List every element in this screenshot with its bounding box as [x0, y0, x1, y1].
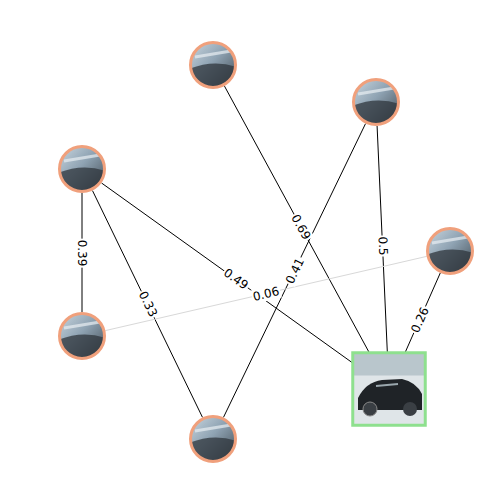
node-outline [426, 227, 474, 275]
edge-weight: 0.26 [407, 304, 431, 336]
similarity-edge [405, 273, 440, 352]
node-border [191, 43, 236, 88]
edge-weight: 0.49 [220, 265, 251, 293]
node-border [353, 353, 426, 426]
node-outline [58, 145, 106, 193]
image-background [354, 354, 425, 425]
node-border [354, 80, 399, 125]
node-border [60, 314, 105, 359]
edge-weight: 0.39 [75, 238, 89, 267]
car-detail [189, 425, 237, 463]
similarity-edge [92, 191, 202, 418]
edge-weight: 0.5 [375, 235, 390, 257]
edge-weight: 0.69 [288, 211, 314, 243]
node-outline [189, 415, 237, 463]
image-circle-node [189, 415, 237, 463]
car-detail [189, 51, 237, 89]
node-outline [352, 78, 400, 126]
similarity-edge [223, 124, 365, 418]
image-circle-node [352, 78, 400, 126]
car-detail [58, 155, 106, 193]
edge-weight: 0.41 [282, 255, 307, 287]
image-circle-node [426, 227, 474, 275]
node-outline [189, 41, 237, 89]
node-border [191, 417, 236, 462]
node-outline [58, 312, 106, 360]
car-detail [58, 322, 106, 360]
similarity-edge [224, 86, 368, 352]
image-square-node [352, 352, 426, 426]
edge-weight: 0.06 [250, 283, 281, 303]
node-border [428, 229, 473, 274]
image-circle-node [58, 312, 106, 360]
image-circle-node [58, 145, 106, 193]
car-detail [352, 88, 400, 126]
car-detail [426, 237, 474, 275]
node-outline [352, 352, 426, 426]
node-border [60, 147, 105, 192]
image-circle-node [189, 41, 237, 89]
similarity-edge [102, 183, 352, 363]
similarity-edge [105, 256, 426, 330]
edge-weight: 0.33 [135, 288, 160, 320]
